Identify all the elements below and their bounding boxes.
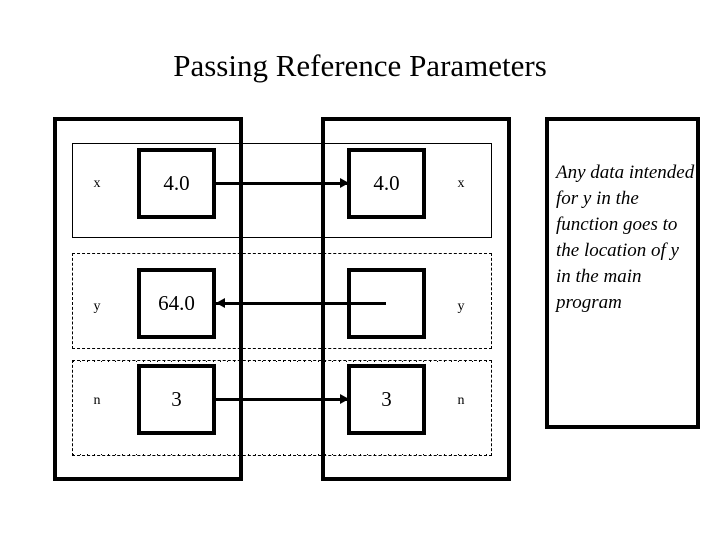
function-box <box>321 117 511 481</box>
function-var-label-x: x <box>457 176 465 191</box>
function-value-cell-n: 3 <box>347 364 426 435</box>
annotation-text: Any data intended for y in the function … <box>556 162 695 313</box>
main-var-label-y: y <box>93 299 101 314</box>
main-value-cell-x: 4.0 <box>137 148 216 219</box>
arrow-left-icon-y <box>216 298 225 308</box>
main-program-box <box>53 117 243 481</box>
connector-line-n <box>215 398 349 401</box>
page-title: Passing Reference Parameters <box>173 48 547 83</box>
arrow-right-icon-x <box>340 178 349 188</box>
main-var-label-n: n <box>93 393 101 408</box>
main-var-label-x: x <box>93 176 101 191</box>
connector-line-x <box>215 182 349 185</box>
main-value-cell-y: 64.0 <box>137 268 216 339</box>
connector-line-y <box>216 302 386 305</box>
function-value-cell-x: 4.0 <box>347 148 426 219</box>
annotation-box <box>545 117 700 429</box>
function-var-label-n: n <box>457 393 465 408</box>
main-value-cell-n: 3 <box>137 364 216 435</box>
row-band-y <box>72 253 492 349</box>
arrow-right-icon-n <box>340 394 349 404</box>
row-band-x <box>72 143 492 238</box>
function-var-label-y: y <box>457 299 465 314</box>
